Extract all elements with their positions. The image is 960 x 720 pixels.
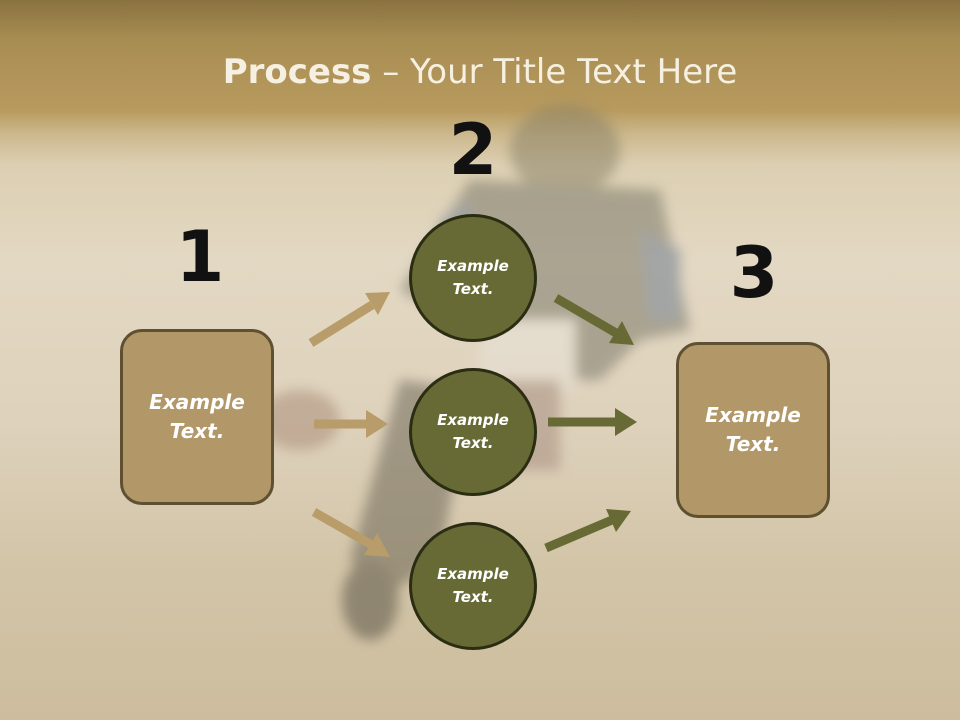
step-1-box: Example Text.: [120, 329, 274, 505]
title-bold: Process: [222, 52, 372, 92]
step-3-label: Example Text.: [705, 403, 801, 456]
circle-top-label: Example Text.: [437, 257, 509, 298]
step-number-1: 1: [175, 216, 225, 298]
step-number-2: 2: [448, 109, 498, 191]
arrow-box1-to-circle1: [308, 292, 390, 347]
step-3-box: Example Text.: [676, 342, 830, 518]
circle-bottom-label: Example Text.: [437, 565, 509, 606]
step-2-circle-middle: Example Text.: [409, 368, 537, 496]
page-title: Process – Your Title Text Here: [0, 52, 960, 92]
arrow-box1-to-circle2: [314, 410, 388, 438]
title-rest: – Your Title Text Here: [371, 52, 738, 92]
step-2-circle-bottom: Example Text.: [409, 522, 537, 650]
step-2-circle-top: Example Text.: [409, 214, 537, 342]
step-1-label: Example Text.: [149, 390, 245, 443]
arrow-circle2-to-box3: [548, 408, 637, 436]
arrow-box1-to-circle3: [311, 508, 390, 557]
circle-middle-label: Example Text.: [437, 411, 509, 452]
arrow-circle1-to-box3: [553, 294, 634, 345]
step-number-3: 3: [729, 232, 779, 314]
arrow-circle3-to-box3: [544, 509, 631, 553]
